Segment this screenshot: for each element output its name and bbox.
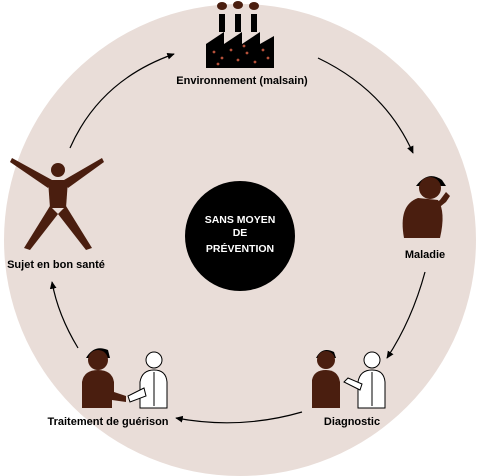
arrow-sujet-to-env (69, 53, 175, 149)
arrow-traitement-to-sujet (49, 281, 79, 349)
label-environnement: Environnement (malsain) (176, 75, 308, 87)
patient-doctor-icon (312, 350, 386, 409)
sick-person-icon (402, 176, 450, 238)
label-traitement: Traitement de guérison (47, 416, 168, 428)
label-maladie: Maladie (405, 249, 445, 261)
handshake-icon (82, 348, 168, 409)
center-line-1: SANS MOYEN (205, 214, 276, 226)
center-line-2: DE (233, 227, 248, 239)
arrow-maladie-to-diagnostic (386, 271, 426, 359)
arrow-env-to-maladie (317, 57, 414, 154)
cycle-arrows (49, 53, 426, 424)
label-sujet: Sujet en bon santé (7, 259, 105, 271)
factory-icon (206, 1, 274, 68)
center-line-3: PRÉVENTION (206, 242, 274, 255)
center-disc (185, 181, 295, 291)
arrow-diagnostic-to-traitement (175, 411, 303, 424)
healthy-person-icon (10, 158, 104, 250)
label-diagnostic: Diagnostic (324, 416, 380, 428)
